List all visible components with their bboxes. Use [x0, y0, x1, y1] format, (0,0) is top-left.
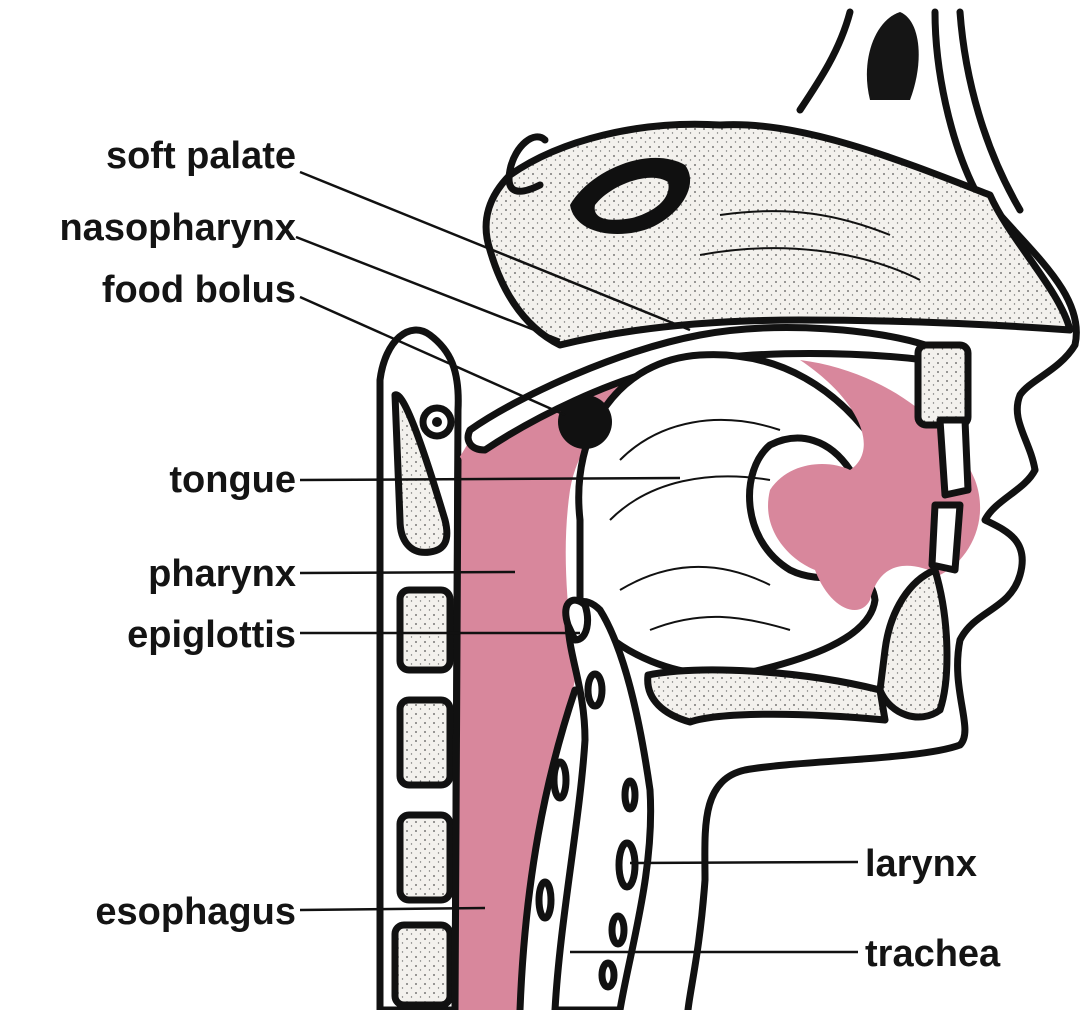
label-food-bolus: food bolus: [102, 269, 296, 311]
label-soft-palate: soft palate: [106, 135, 296, 177]
label-esophagus: esophagus: [95, 891, 296, 933]
label-tongue: tongue: [169, 459, 296, 501]
leader-larynx: [630, 862, 858, 863]
label-nasopharynx: nasopharynx: [59, 207, 296, 249]
food-bolus: [558, 395, 612, 449]
label-pharynx: pharynx: [148, 553, 296, 595]
hyoid-bone: [648, 670, 885, 722]
label-epiglottis: epiglottis: [127, 614, 296, 656]
leader-pharynx: [300, 572, 515, 573]
label-trachea: trachea: [865, 933, 1001, 975]
label-larynx: larynx: [865, 843, 977, 885]
